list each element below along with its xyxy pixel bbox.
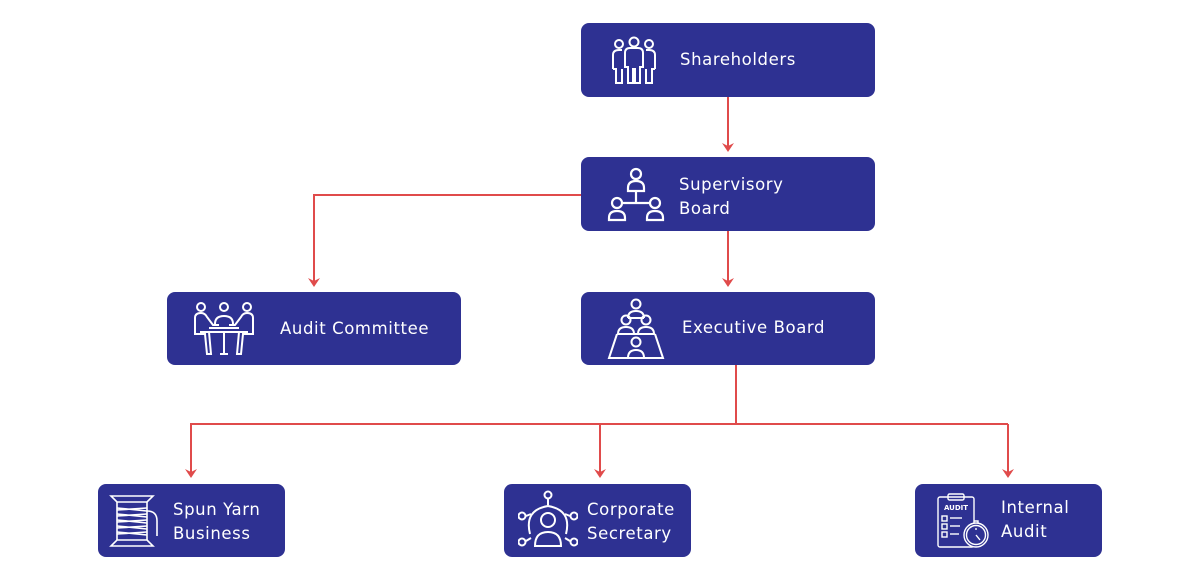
thread-spool-icon (109, 495, 158, 547)
network-person-icon (518, 490, 578, 547)
audit-icon-text: AUDIT (944, 504, 968, 512)
group-of-people-icon (612, 36, 656, 84)
arrowhead (308, 278, 320, 287)
meeting-table-icon (194, 302, 254, 355)
node-executive-board[interactable]: Executive Board (581, 292, 875, 365)
node-label: Supervisory Board (679, 175, 784, 218)
edge-supervisory-audit-committee (313, 194, 581, 282)
node-label: Executive Board (682, 318, 826, 337)
node-label: Spun Yarn Business (173, 500, 261, 543)
hierarchy-people-icon (607, 167, 665, 222)
node-label: Internal Audit (1001, 498, 1070, 541)
arrowhead (722, 278, 734, 287)
node-label: Audit Committee (280, 319, 430, 338)
audit-clipboard-icon: AUDIT (937, 493, 989, 548)
node-shareholders[interactable]: Shareholders (581, 23, 875, 97)
arrowhead (722, 143, 734, 152)
node-corporate-secretary[interactable]: Corporate Secretary (504, 484, 691, 557)
boardroom-icon (607, 298, 665, 359)
node-spun-yarn-business[interactable]: Spun Yarn Business (98, 484, 285, 557)
node-supervisory-board[interactable]: Supervisory Board (581, 157, 875, 231)
node-internal-audit[interactable]: AUDIT Internal Audit (915, 484, 1102, 557)
node-label: Corporate Secretary (587, 500, 675, 543)
arrowhead (594, 469, 606, 478)
arrowhead (185, 469, 197, 478)
node-label: Shareholders (680, 50, 796, 69)
node-audit-committee[interactable]: Audit Committee (167, 292, 461, 365)
arrowhead (1002, 469, 1014, 478)
